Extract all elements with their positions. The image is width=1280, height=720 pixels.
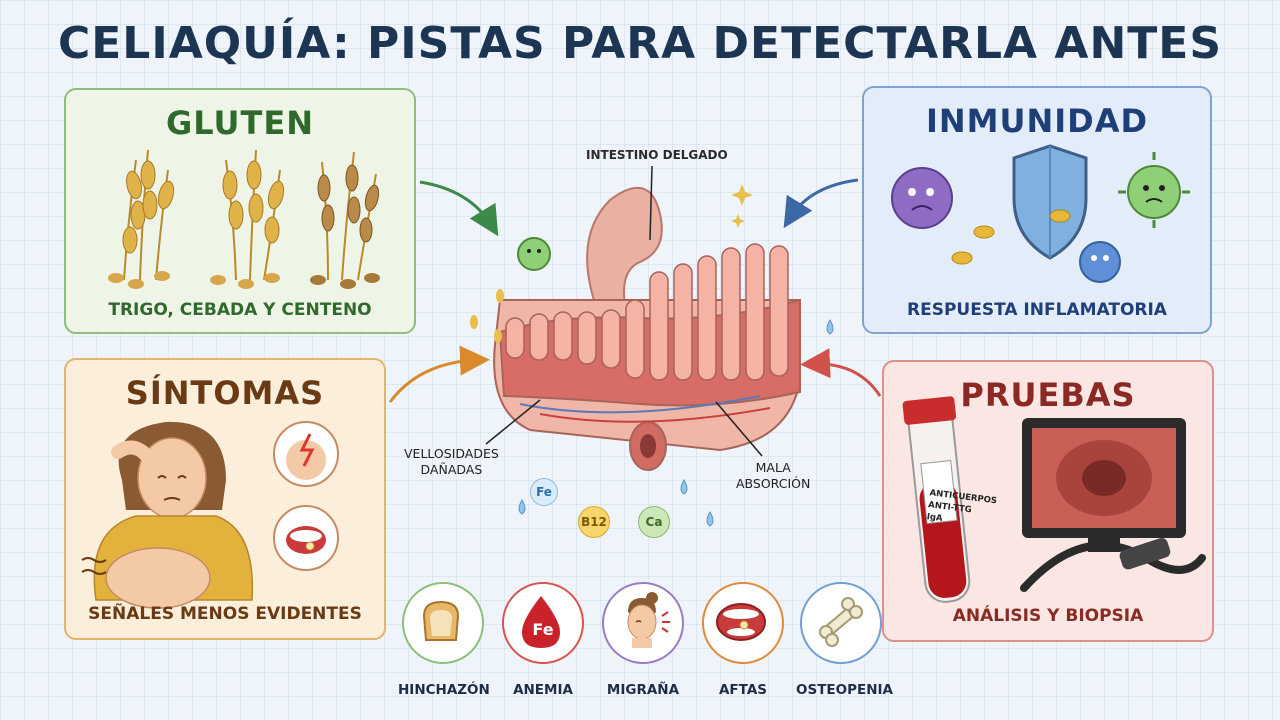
- nutrient-b12: B12: [578, 506, 610, 538]
- immune-cells-shield-icon: [891, 144, 1190, 283]
- sintomas-title: SÍNTOMAS: [125, 374, 325, 412]
- gluten-caption: TRIGO, CEBADA Y CENTENO: [108, 300, 372, 320]
- symptom-migrana: MIGRAÑA: [598, 582, 688, 698]
- pruebas-caption: ANÁLISIS Y BIOPSIA: [952, 606, 1144, 626]
- blood-drop-fe-icon: Fe: [502, 582, 584, 664]
- wheat-barley-rye-icon: [108, 149, 380, 289]
- sintomas-caption: SEÑALES MENOS EVIDENTES: [88, 604, 362, 624]
- arrow-sintomas: [388, 345, 490, 403]
- symptom-anemia: Fe ANEMIA: [498, 582, 588, 698]
- nutrient-calcium: Ca: [638, 506, 670, 538]
- gluten-panel: GLUTEN TRIGO, CEBADA Y CENTENO: [64, 88, 416, 334]
- arrow-inmunidad: [783, 178, 859, 229]
- mouth-ulcer-icon: [702, 582, 784, 664]
- symptom-label-migrana: MIGRAÑA: [606, 682, 680, 698]
- symptom-label-hinchazon: HINCHAZÓN: [398, 682, 490, 698]
- inmunidad-caption: RESPUESTA INFLAMATORIA: [907, 300, 1167, 320]
- malabsorption-label-line-2: ABSORCIÓN: [736, 476, 811, 491]
- pruebas-panel: PRUEBAS ANÁLISIS Y BIOPSIA: [882, 360, 1214, 642]
- woman-bloating-illustration: [81, 421, 339, 609]
- test-tube-label: ANTICUERPOS ANTI-TTG IgA: [926, 487, 997, 529]
- page-title: CELIAQUÍA: PISTAS PARA DETECTARLA ANTES: [57, 18, 1223, 69]
- nutrient-iron: Fe: [530, 478, 558, 506]
- symptom-label-osteopenia: OSTEOPENIA: [796, 682, 893, 698]
- virus-icon: [517, 237, 551, 271]
- gluten-title: GLUTEN: [166, 104, 314, 142]
- inmunidad-title: INMUNIDAD: [925, 102, 1149, 140]
- sintomas-panel: SÍNTOMAS SEÑALES MENOS EVIDENTES: [64, 358, 386, 640]
- intestine-label: INTESTINO DELGADO: [586, 148, 728, 162]
- arrow-gluten: [419, 180, 499, 237]
- bread-icon: [402, 582, 484, 664]
- bone-icon: [800, 582, 882, 664]
- arrow-pruebas: [800, 348, 882, 397]
- headache-face-icon: [602, 582, 684, 664]
- inmunidad-panel: INMUNIDAD RESPUESTA INFLAMATORIA: [862, 86, 1212, 334]
- malabsorption-label: MALA ABSORCIÓN: [736, 460, 810, 492]
- blood-test-endoscope-icon: [902, 396, 1206, 603]
- symptom-label-aftas: AFTAS: [718, 682, 767, 698]
- villi-label-line-2: DAÑADAS: [420, 462, 483, 477]
- symptom-hinchazon: HINCHAZÓN: [398, 582, 490, 698]
- symptom-osteopenia: OSTEOPENIA: [796, 582, 893, 698]
- symptom-label-anemia: ANEMIA: [513, 682, 573, 698]
- small-intestine-icon: [493, 186, 801, 471]
- pruebas-title: PRUEBAS: [960, 376, 1136, 414]
- villi-label: VELLOSIDADES DAÑADAS: [404, 446, 499, 478]
- anemia-fe-text: Fe: [532, 620, 554, 639]
- malabsorption-label-line-1: MALA: [755, 460, 791, 475]
- symptom-aftas: AFTAS: [698, 582, 788, 698]
- villi-label-line-1: VELLOSIDADES: [404, 446, 499, 461]
